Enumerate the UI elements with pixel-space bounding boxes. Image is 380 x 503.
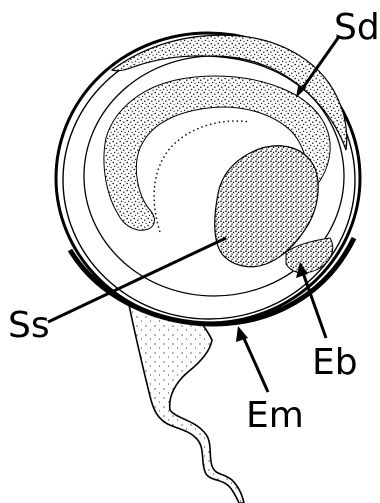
egg-stalk — [128, 300, 244, 503]
label-eb: Eb — [312, 345, 358, 381]
em-pointer — [236, 326, 268, 392]
label-ss: Ss — [8, 308, 50, 344]
label-em: Em — [246, 398, 304, 434]
label-sd: Sd — [334, 10, 380, 46]
